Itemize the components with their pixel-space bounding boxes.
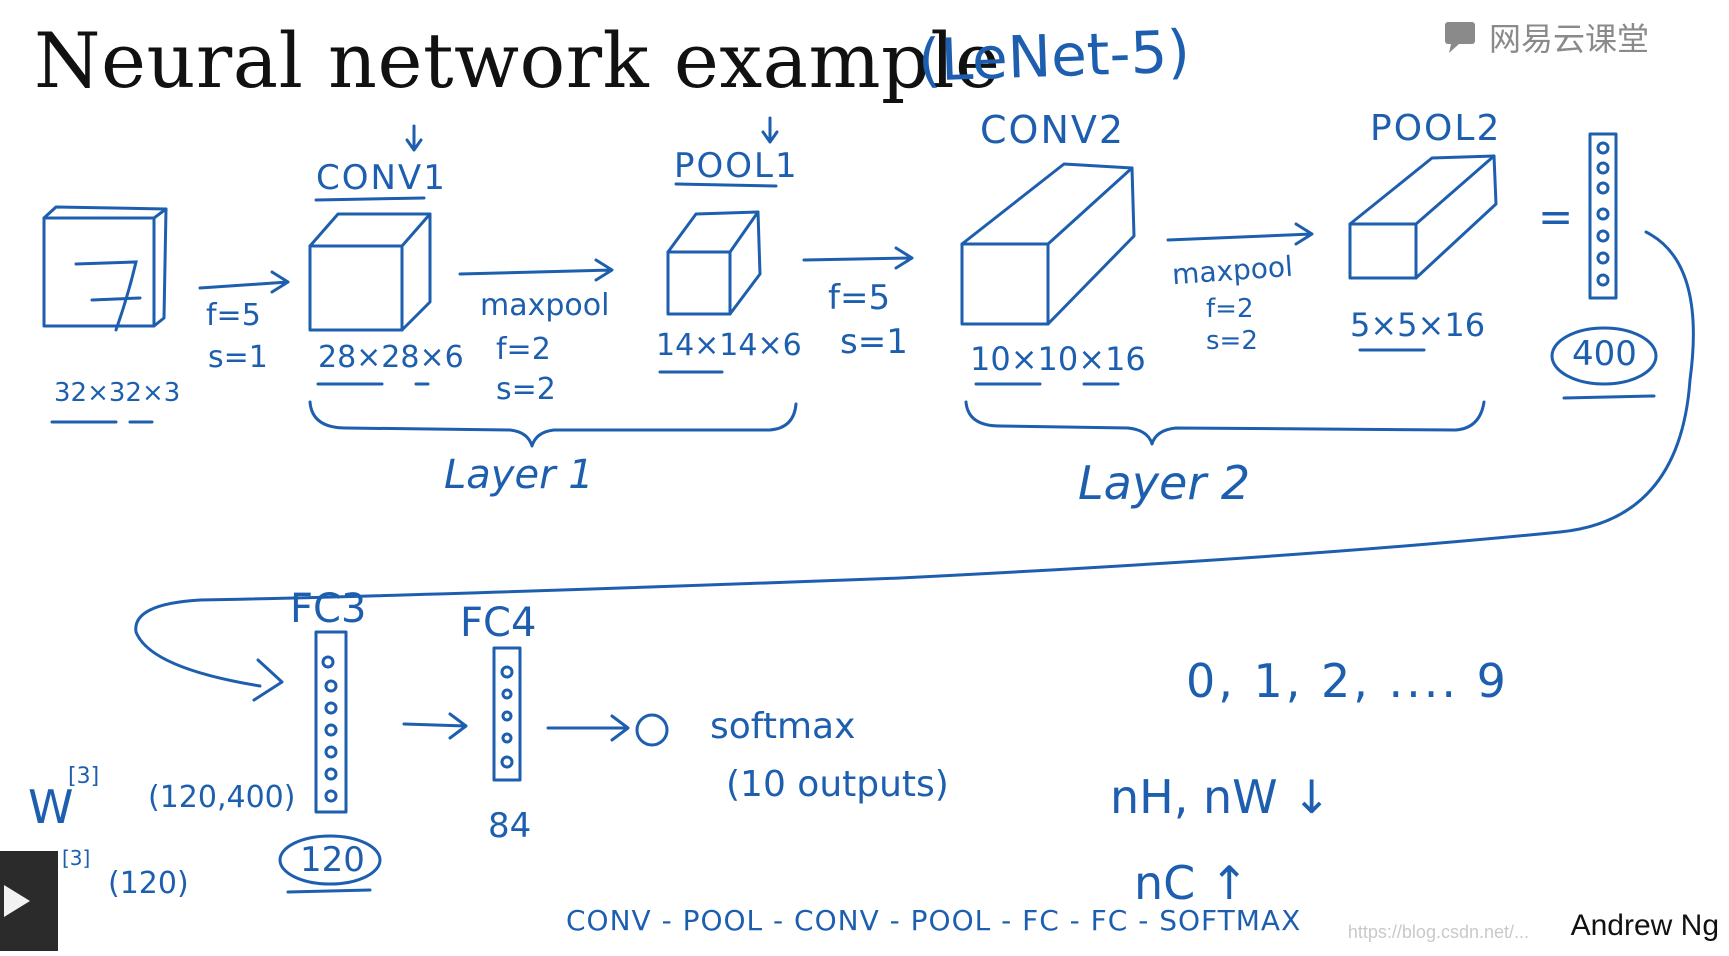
fc3-size: 120 (300, 840, 365, 880)
pool1-underline (674, 182, 778, 188)
brand-name: 网易云课堂 (1488, 20, 1649, 58)
architecture-pattern: CONV - POOL - CONV - POOL - FC - FC - SO… (566, 904, 1302, 937)
flattened-400-vector (1588, 132, 1618, 300)
equals-sign: = (1538, 192, 1574, 241)
conv1-stride: s=1 (208, 340, 268, 375)
softmax-note: (10 outputs) (726, 764, 949, 805)
conv2-dims: 10×10×16 (970, 340, 1146, 378)
fc3-120-underline (286, 888, 372, 894)
conv1-filter-size: f=5 (206, 298, 261, 333)
conv2-volume (960, 162, 1136, 326)
fc3-label: FC3 (290, 586, 367, 632)
pool1-down-arrow (761, 116, 779, 144)
conv2-stride: s=1 (840, 322, 908, 362)
conv2-filter-size: f=5 (828, 278, 891, 318)
url-watermark: https://blog.csdn.net/... (1347, 922, 1529, 942)
arrow-input-conv1 (198, 270, 290, 294)
arrow-conv1-pool1 (458, 258, 614, 282)
pool1-filter-size: f=2 (496, 332, 551, 367)
author-credit: Andrew Ng (1570, 909, 1719, 942)
fc3-vector (314, 630, 348, 814)
layer2-label: Layer 2 (1078, 456, 1251, 510)
conv2-label: CONV2 (980, 108, 1126, 152)
pool2-volume (1348, 154, 1498, 280)
arrow-fc3-fc4 (402, 712, 468, 740)
w3-shape: (120,400) (148, 780, 296, 815)
b3-superscript: [3] (62, 846, 91, 870)
play-icon (4, 885, 30, 917)
conv1-down-arrow (405, 124, 423, 152)
conv1-dims: 28×28×6 (318, 340, 464, 375)
output-classes: 0, 1, 2, .... 9 (1186, 654, 1509, 708)
fc4-label: FC4 (460, 600, 537, 646)
fc4-vector (492, 646, 522, 782)
pool1-volume (666, 210, 762, 316)
layer1-brace (308, 400, 798, 448)
conv1-volume (308, 212, 432, 332)
pool2-stride: s=2 (1206, 326, 1258, 356)
b3-shape: (120) (108, 866, 189, 901)
softmax-output-node (635, 713, 669, 747)
flat-400-circle (1550, 326, 1658, 386)
pool1-dims: 14×14×6 (656, 328, 802, 363)
connector-flat-to-fc3 (134, 230, 1695, 688)
w3-symbol: W (28, 780, 74, 834)
input-digit-seven (74, 260, 142, 332)
softmax-label: softmax (710, 706, 856, 747)
flat-size-label: 400 (1572, 334, 1637, 374)
conv1-label: CONV1 (316, 158, 447, 198)
layer2-brace (964, 400, 1486, 446)
slide-title: Neural network example (34, 16, 1001, 105)
video-play-button[interactable] (0, 851, 58, 951)
input-volume (42, 205, 168, 328)
brand-logo: 网易云课堂 (1443, 14, 1649, 60)
w3-superscript: [3] (68, 764, 100, 789)
input-dims: 32×32×3 (54, 378, 181, 408)
trend-height-width: nH, nW ↓ (1110, 770, 1331, 824)
connector-arrowhead (252, 658, 284, 702)
pool2-dims: 5×5×16 (1350, 306, 1486, 344)
arrow-fc4-softmax (546, 714, 630, 742)
fc3-120-circle (278, 834, 382, 886)
pool1-label: POOL1 (674, 146, 799, 186)
arrow-pool1-conv2 (802, 246, 914, 270)
layer1-label: Layer 1 (444, 452, 594, 498)
pool2-label: POOL2 (1370, 108, 1502, 149)
chat-bubble-icon (1443, 20, 1479, 54)
fc4-size: 84 (488, 806, 532, 846)
conv1-underline (314, 196, 426, 202)
pool1-stride: s=2 (496, 372, 556, 407)
pool2-filter-size: f=2 (1206, 294, 1254, 324)
pool1-op-label: maxpool (480, 288, 610, 323)
flat-400-underline (1562, 394, 1656, 400)
trend-channels: nC ↑ (1134, 856, 1249, 910)
arrow-conv2-pool2 (1166, 222, 1314, 246)
